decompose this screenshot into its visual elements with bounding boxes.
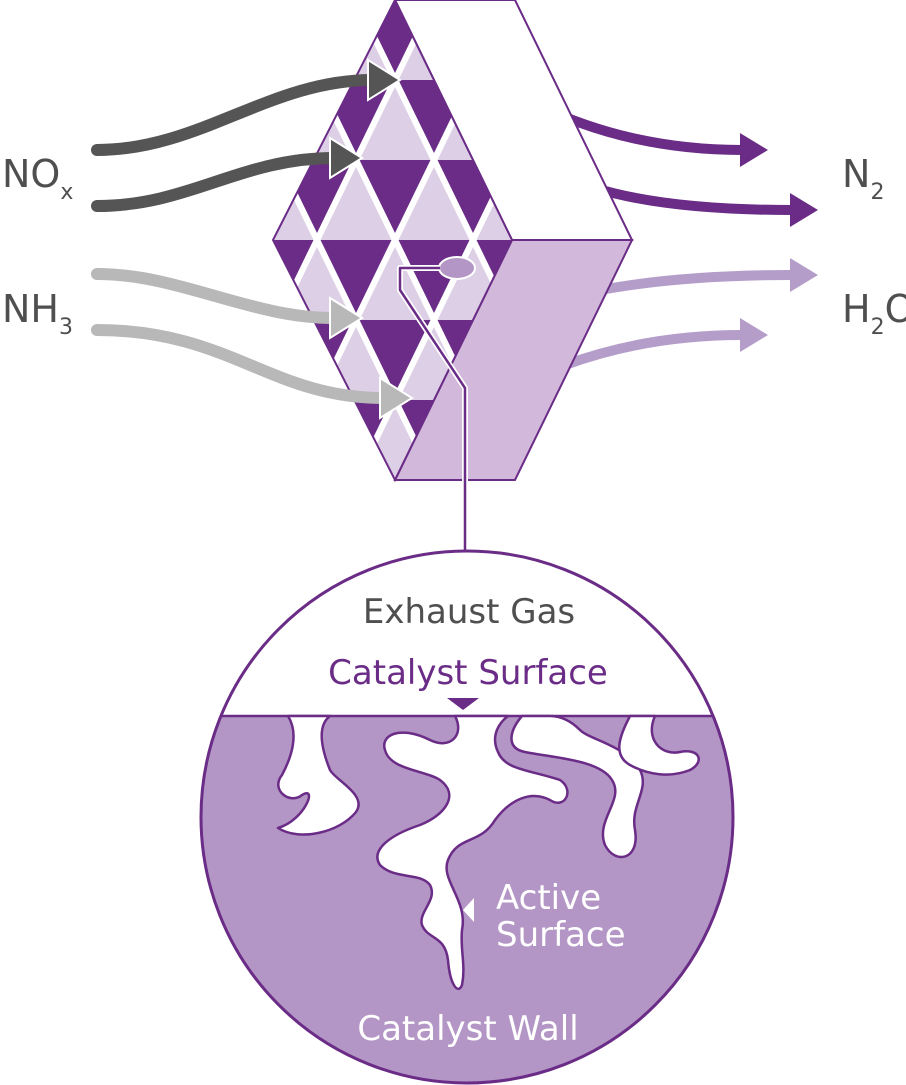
leader-line [398,266,467,552]
cell-upper [633,487,704,560]
cell-lower [633,400,704,473]
h2o-arrow-upper-head [790,258,818,292]
cell-lower [672,160,743,233]
label-exhaust-gas: Exhaust Gas [363,592,575,632]
pore-right [510,714,645,859]
n2-arrow-upper [555,110,747,155]
cell-upper [273,407,275,480]
label-n2: N2 [842,152,884,205]
label-active-surface-line1: Active [496,878,601,918]
cell-upper [87,487,158,560]
cell-lower [476,240,512,313]
label-catalyst-wall: Catalyst Wall [357,1009,578,1049]
cell-lower [48,480,119,553]
cell-lower [359,320,431,393]
pore-left [276,714,360,836]
cell-lower [126,0,197,73]
cell-lower [594,0,665,73]
cell-lower [672,0,743,73]
cell-lower [438,480,509,553]
cell-lower [359,160,431,233]
cell-lower [711,400,782,473]
zoom-spot [438,256,476,280]
cell-upper [359,87,431,160]
cell-upper [165,7,236,80]
cell-upper [87,7,158,80]
cell-lower [48,0,119,73]
cell-upper [48,407,119,480]
label-h2o: H2O [842,287,906,340]
nh3-arrow-lower-head [379,376,414,420]
cell-upper [594,407,665,480]
label-catalyst-surface: Catalyst Surface [328,653,608,693]
cell-upper [126,407,197,480]
cell-lower [165,400,236,473]
label-active-surface-line2: Surface [496,915,626,955]
cell-lower [360,480,431,553]
cell-upper [555,7,626,80]
nox-arrow-upper-head [367,58,402,102]
cell-upper [273,7,314,80]
cell-upper [281,407,353,480]
input-arrows [91,58,414,420]
nox-arrow-upper [91,74,378,156]
nh3-arrow-lower [91,324,390,404]
cell-lower [320,240,392,313]
h2o-arrow-upper [585,270,797,297]
cell-lower [87,400,158,473]
cell-lower [273,0,275,73]
h2o-arrow-lower [560,330,747,370]
cell-lower [555,400,626,473]
cell-lower [165,560,236,633]
cell-upper [165,487,236,560]
cell-lower [516,480,587,553]
cell-upper [711,7,782,80]
cell-lower [282,480,353,553]
cell-upper [398,167,470,240]
label-nh3: NH3 [2,287,73,340]
cell-lower [126,480,197,553]
pore-far-right [618,714,700,776]
n2-arrow-lower-head [790,193,818,227]
cell-upper [672,407,743,480]
cell-lower [281,0,353,73]
h2o-arrow-lower-head [740,318,768,352]
zoom-leader [397,256,476,552]
nh3-arrow-upper [91,268,340,324]
label-nox: NOx [2,152,73,205]
cell-upper [321,487,392,560]
pore-center [376,714,569,991]
nox-arrow-lower-head [329,136,364,180]
cell-upper [476,167,512,240]
cell-upper [555,487,626,560]
catalyst-surface-marker [447,698,479,710]
cell-lower [204,480,275,553]
cell-upper [359,247,431,320]
n2-arrow-upper-head [740,133,768,167]
n2-arrow-lower [590,183,797,215]
cell-upper [477,487,548,560]
cell-upper [594,87,665,160]
output-arrows [555,110,818,370]
cell-upper [399,487,470,560]
cell-lower [711,560,782,633]
cell-lower [87,560,158,633]
catalyst-pores [276,714,700,991]
cell-upper [243,487,314,560]
cell-upper [633,7,704,80]
cell-lower [273,400,314,473]
cell-lower [594,480,665,553]
active-surface-marker [463,898,474,922]
cell-upper [320,167,392,240]
labels: NOx NH3 N2 H2O Exhaust Gas Catalyst Surf… [2,152,906,1049]
nh3-arrow-upper-head [329,296,364,340]
nox-arrow-lower [91,152,340,212]
cell-upper [711,487,782,560]
cell-lower [672,480,743,553]
